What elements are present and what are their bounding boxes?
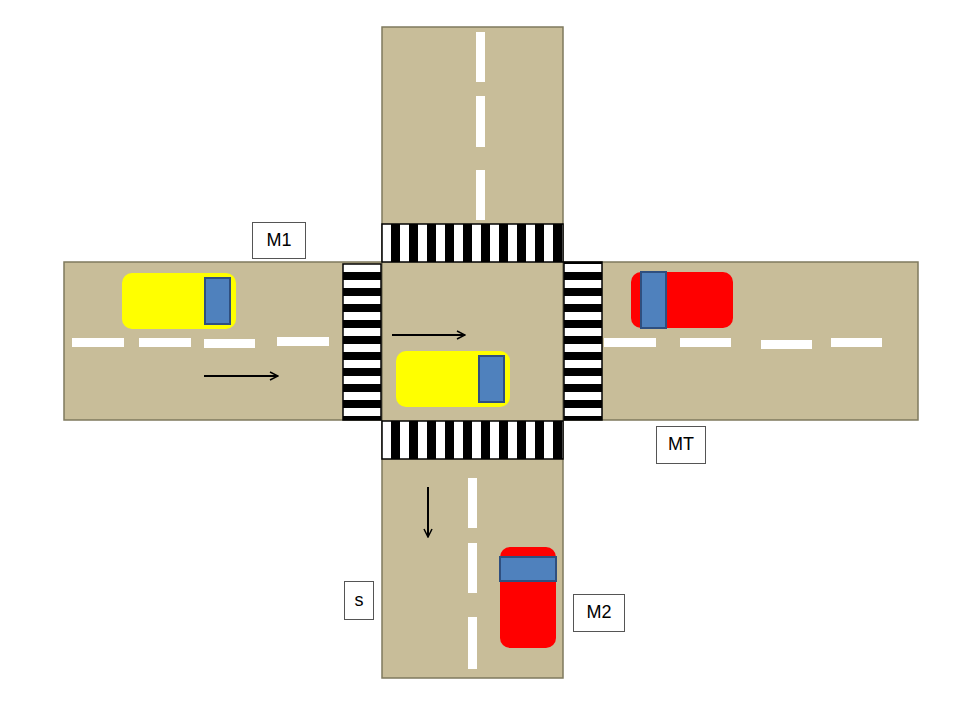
yellow-car-left: [122, 273, 236, 329]
label-box: M1: [252, 222, 306, 259]
lane-dashes: [72, 32, 882, 669]
label-box: s: [344, 581, 374, 620]
junction: [383, 263, 562, 419]
vertical-road: [382, 27, 563, 678]
direction-arrows: [204, 335, 465, 537]
label-text: M1: [266, 231, 291, 251]
red-car-right: [631, 272, 733, 328]
label-text: M2: [586, 603, 611, 623]
label-box: M2: [573, 594, 625, 632]
crosswalks: [343, 224, 602, 459]
horizontal-road: [64, 262, 918, 420]
label-text: s: [355, 591, 364, 611]
label-text: MT: [668, 435, 694, 455]
red-car-bottom: [500, 547, 556, 648]
yellow-car-junction: [396, 351, 510, 407]
label-box: MT: [656, 426, 706, 464]
